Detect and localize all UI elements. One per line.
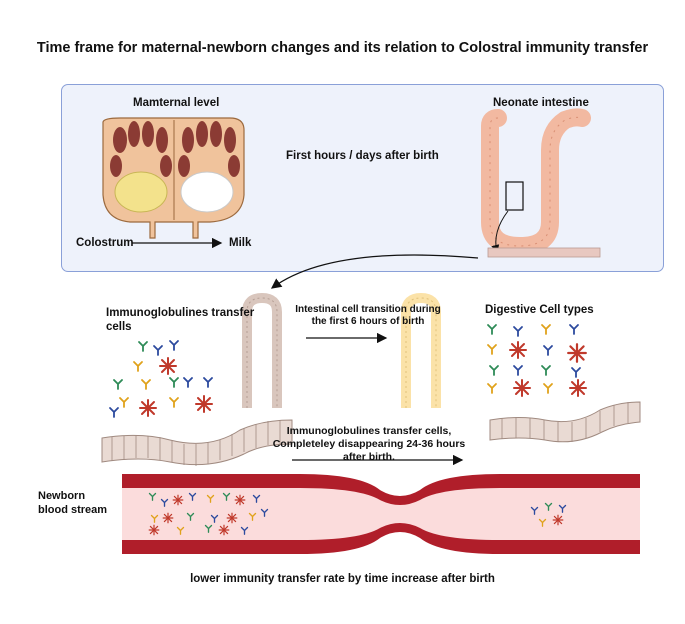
newborn-blood-stream-label: Newborn blood stream (38, 490, 108, 516)
immunoglobulin-cluster-right (487, 324, 587, 397)
digestive-cell-types-label: Digestive Cell types (485, 304, 594, 316)
panel-to-transfer-arrow (270, 254, 479, 289)
bottom-caption: lower immunity transfer rate by time inc… (190, 573, 495, 585)
intestinal-transition-label: Intestinal cell transition during the fi… (295, 304, 441, 327)
ig-transfer-cells-label: Immunoglobulines transfer cells (106, 307, 255, 333)
mammary-gland-illustration (102, 117, 245, 239)
immunoglobulin-cluster-left (109, 340, 213, 418)
digestive-villus-illustration (401, 292, 441, 408)
transfer-epithelium (101, 419, 293, 466)
blood-vessel-illustration (122, 474, 640, 554)
neonate-intestine-label: Neonate intestine (493, 97, 589, 109)
first-hours-label: First hours / days after birth (286, 150, 439, 162)
disappearing-label: Immunoglobulines transfer cells, Complet… (272, 425, 466, 463)
maternal-level-label: Mamternal level (133, 97, 220, 109)
diagram-title: Time frame for maternal-newborn changes … (36, 40, 649, 56)
neonate-intestine-illustration (481, 108, 601, 258)
colostrum-label: Colostrum (76, 237, 134, 249)
transfer-villus-illustration (242, 292, 282, 408)
milk-label: Milk (229, 237, 252, 249)
digestive-epithelium (489, 401, 641, 443)
